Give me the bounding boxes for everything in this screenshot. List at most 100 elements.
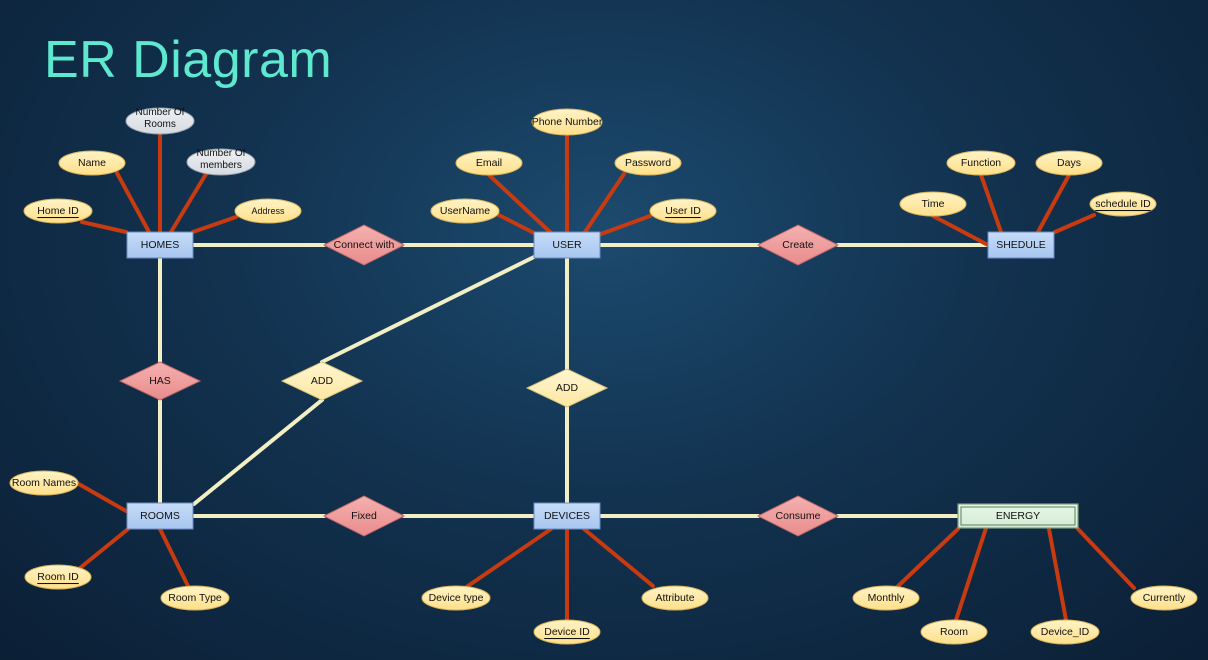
weak-entity-inner-border bbox=[960, 506, 1076, 526]
attribute-ellipse bbox=[1035, 150, 1103, 176]
attribute-ellipse bbox=[641, 585, 709, 611]
attribute-room[interactable]: Room bbox=[920, 619, 988, 645]
relationship-diamond bbox=[756, 224, 840, 266]
key-attribute-label: schedule ID bbox=[1095, 198, 1151, 210]
entity-label: DEVICES bbox=[544, 510, 590, 522]
entity-box bbox=[533, 231, 601, 259]
key-attribute-label: User ID bbox=[665, 205, 701, 217]
entity-shedule[interactable]: SHEDULE bbox=[987, 231, 1055, 259]
relationship-consume[interactable]: Consume bbox=[756, 495, 840, 537]
attribute-monthly[interactable]: Monthly bbox=[852, 585, 920, 611]
relationship-add1[interactable]: ADD bbox=[280, 361, 364, 401]
relationship-fixed[interactable]: Fixed bbox=[322, 495, 406, 537]
relationship-label: Connect with bbox=[334, 239, 395, 251]
relationship-create[interactable]: Create bbox=[756, 224, 840, 266]
relationship-label: Fixed bbox=[351, 510, 377, 522]
attribute-schedule_id[interactable]: schedule ID bbox=[1089, 191, 1157, 217]
attribute-label: Room Names bbox=[12, 477, 76, 489]
entity-homes[interactable]: HOMES bbox=[126, 231, 194, 259]
attribute-email[interactable]: Email bbox=[455, 150, 523, 176]
attribute-currently[interactable]: Currently bbox=[1130, 585, 1198, 611]
entity-devices[interactable]: DEVICES bbox=[533, 502, 601, 530]
page-title: ER Diagram bbox=[44, 31, 333, 89]
attribute-device_id[interactable]: Device ID bbox=[533, 619, 601, 645]
attribute-ellipse bbox=[614, 150, 682, 176]
relationship-diamond bbox=[756, 495, 840, 537]
entity-box bbox=[987, 231, 1055, 259]
attribute-label: Device_ID bbox=[1041, 626, 1090, 638]
attribute-connector-line bbox=[894, 527, 960, 590]
attribute-connector-line bbox=[487, 173, 552, 234]
key-attribute-label: Room ID bbox=[37, 571, 79, 583]
key-attribute-label: Home ID bbox=[37, 205, 79, 217]
attribute-label: Name bbox=[78, 157, 106, 169]
entity-energy[interactable]: ENERGY bbox=[957, 503, 1079, 529]
attribute-ellipse bbox=[920, 619, 988, 645]
attribute-connector-line bbox=[931, 214, 990, 247]
attribute-ellipse bbox=[533, 619, 601, 645]
attribute-home_name[interactable]: Name bbox=[58, 150, 126, 176]
multivalued-attribute-ellipse bbox=[186, 148, 256, 176]
entity-label: USER bbox=[552, 239, 582, 251]
attribute-label: Days bbox=[1057, 157, 1081, 169]
attribute-ellipse bbox=[1130, 585, 1198, 611]
attribute-device_type[interactable]: Device type bbox=[421, 585, 491, 611]
relationship-connector-line bbox=[320, 255, 536, 364]
attribute-ellipse bbox=[531, 108, 603, 136]
attribute-label: Currently bbox=[1143, 592, 1186, 604]
attribute-label: Room Type bbox=[168, 592, 222, 604]
attribute-connector-line bbox=[599, 214, 652, 236]
relationship-has[interactable]: HAS bbox=[118, 361, 202, 401]
attribute-days[interactable]: Days bbox=[1035, 150, 1103, 176]
attribute-attribute[interactable]: Attribute bbox=[641, 585, 709, 611]
attribute-time[interactable]: Time bbox=[899, 191, 967, 217]
attribute-label: Password bbox=[625, 157, 671, 169]
attribute-password[interactable]: Password bbox=[614, 150, 682, 176]
attribute-label: UserName bbox=[440, 205, 490, 217]
attribute-label: Attribute bbox=[655, 592, 694, 604]
attribute-room_type[interactable]: Room Type bbox=[160, 585, 230, 611]
attribute-connector-line bbox=[169, 172, 208, 234]
attribute-function[interactable]: Function bbox=[946, 150, 1016, 176]
relationship-label: Consume bbox=[776, 510, 821, 522]
attribute-room_id[interactable]: Room ID bbox=[24, 564, 92, 590]
multivalued-attribute-ellipse bbox=[125, 107, 195, 135]
attribute-ellipse bbox=[1030, 619, 1100, 645]
attribute-username[interactable]: UserName bbox=[430, 198, 500, 224]
attribute-phone[interactable]: Phone Number bbox=[531, 108, 603, 136]
attribute-ellipse bbox=[23, 198, 93, 224]
attribute-connector-line bbox=[583, 172, 626, 234]
attribute-ellipse bbox=[899, 191, 967, 217]
relationship-connector-line bbox=[192, 398, 324, 506]
attribute-ellipse bbox=[9, 470, 79, 496]
attribute-connector-line bbox=[191, 215, 238, 234]
attribute-connector-line bbox=[1053, 213, 1096, 234]
entity-user[interactable]: USER bbox=[533, 231, 601, 259]
attribute-ellipse bbox=[24, 564, 92, 590]
relationship-diamond bbox=[322, 495, 406, 537]
attribute-connector-line bbox=[1047, 527, 1068, 622]
relationship-diamond bbox=[322, 224, 406, 266]
attribute-user_id[interactable]: User ID bbox=[649, 198, 717, 224]
attribute-home_id[interactable]: Home ID bbox=[23, 198, 93, 224]
attribute-connector-line bbox=[115, 171, 151, 234]
relationship-label: ADD bbox=[311, 375, 334, 387]
attribute-ellipse bbox=[852, 585, 920, 611]
attribute-address[interactable]: Address bbox=[234, 198, 302, 224]
attribute-ellipse bbox=[160, 585, 230, 611]
attribute-connector-line bbox=[463, 527, 553, 590]
relationship-connect[interactable]: Connect with bbox=[322, 224, 406, 266]
attribute-label: Device type bbox=[429, 592, 484, 604]
attribute-label: Address bbox=[251, 206, 285, 216]
attribute-connector-line bbox=[1076, 527, 1136, 590]
weak-entity-box bbox=[957, 503, 1079, 529]
attribute-room_names[interactable]: Room Names bbox=[9, 470, 79, 496]
relationship-add2[interactable]: ADD bbox=[525, 368, 609, 408]
attribute-device_id2[interactable]: Device_ID bbox=[1030, 619, 1100, 645]
attribute-connector-line bbox=[979, 173, 1003, 234]
entity-rooms[interactable]: ROOMS bbox=[126, 502, 194, 530]
